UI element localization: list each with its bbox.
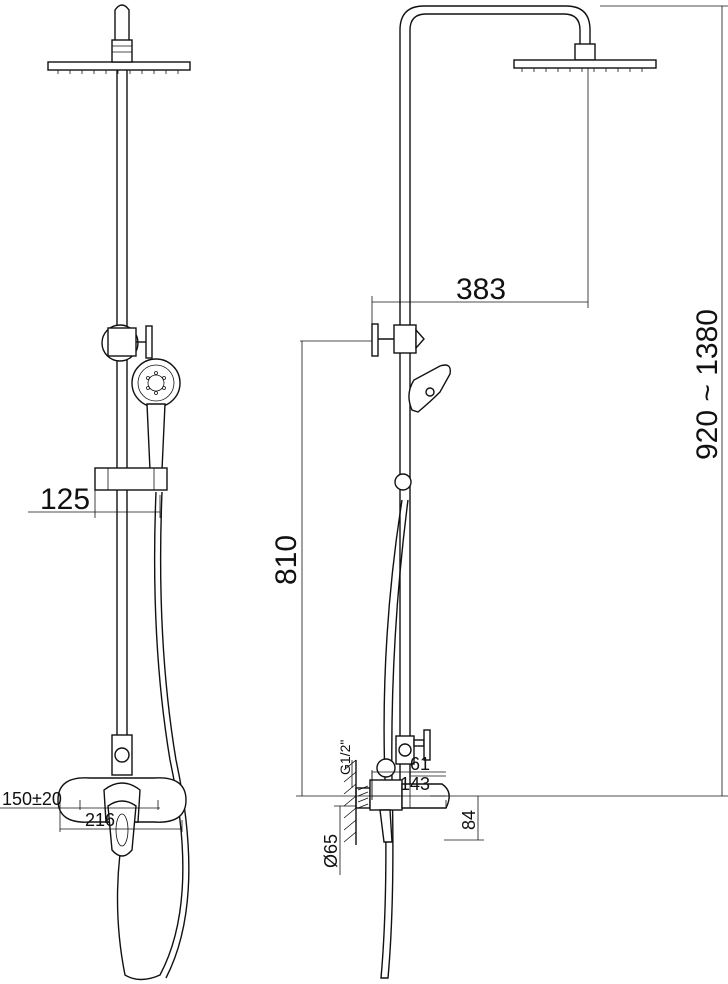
- side-riser-outer: [399, 5, 591, 795]
- front-hose-outer: [159, 491, 190, 979]
- label-total-height: 920 ~ 1380: [691, 309, 724, 460]
- front-slide-holder: [94, 467, 168, 491]
- label-150: 150±20: [2, 789, 62, 809]
- top-cap: [114, 4, 130, 40]
- label-61: 61: [410, 754, 430, 774]
- side-lower-connector: [395, 729, 431, 765]
- dim-inlet-group: [0, 800, 183, 832]
- side-handset: [394, 364, 451, 491]
- front-view: [0, 4, 191, 981]
- front-handset: [131, 358, 181, 475]
- dim-depth-group: [371, 770, 447, 808]
- side-hose: [380, 499, 409, 979]
- dim-diameter-group: [334, 805, 356, 875]
- front-mixer: [57, 777, 187, 857]
- front-lower-connector: [111, 734, 133, 776]
- side-shower-head: [513, 43, 657, 72]
- dim-125-group: [28, 490, 161, 518]
- label-383: 383: [456, 273, 506, 306]
- front-diverter: [101, 324, 153, 362]
- label-84: 84: [459, 810, 479, 830]
- wall-hatch: [343, 759, 357, 845]
- side-riser-inner: [409, 13, 581, 795]
- side-mixer: [355, 758, 450, 843]
- dim-84-group: [444, 796, 484, 841]
- label-216: 216: [85, 810, 115, 830]
- dim-383-group: [371, 68, 589, 328]
- label-143: 143: [400, 774, 430, 794]
- side-diverter: [371, 323, 425, 357]
- label-810: 810: [270, 535, 303, 585]
- front-hose: [116, 491, 184, 981]
- side-view: [296, 5, 728, 979]
- label-thread: G1/2": [337, 740, 353, 775]
- label-125: 125: [40, 483, 90, 516]
- front-shower-head: [47, 39, 191, 74]
- label-diameter: Ø65: [321, 834, 341, 868]
- dim-total-group: [430, 5, 728, 797]
